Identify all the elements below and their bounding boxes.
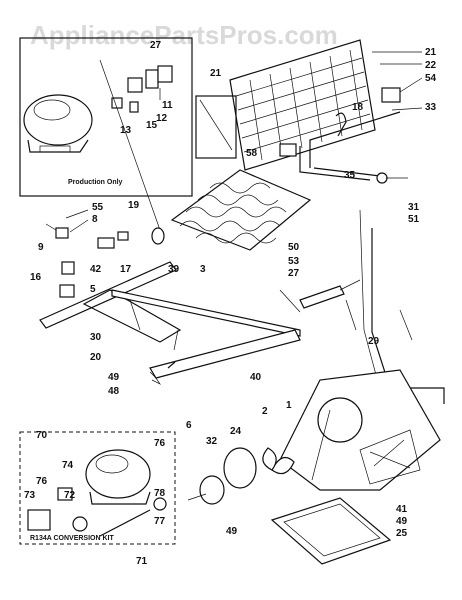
callout-2: 2 bbox=[262, 406, 268, 417]
kit-clip-icon bbox=[153, 497, 167, 511]
kit-label: R134A CONVERSION KIT bbox=[30, 535, 114, 542]
callout-19: 19 bbox=[128, 200, 140, 211]
callout-21a: 21 bbox=[425, 47, 437, 58]
callout-21b: 21 bbox=[210, 68, 222, 79]
callout-27: 27 bbox=[288, 268, 300, 279]
callout-3: 3 bbox=[200, 264, 206, 275]
fan-motor-bracket-icon bbox=[279, 369, 441, 491]
callout-25: 25 bbox=[396, 528, 408, 539]
callout-55: 55 bbox=[92, 202, 104, 213]
callout-50: 50 bbox=[288, 242, 300, 253]
evaporator-coil-icon bbox=[170, 169, 312, 251]
callout-51: 51 bbox=[408, 214, 420, 225]
callout-6: 6 bbox=[186, 420, 192, 431]
callout-1: 1 bbox=[286, 400, 292, 411]
callout-32: 32 bbox=[206, 436, 218, 447]
callout-20: 20 bbox=[90, 352, 102, 363]
kit-overload-icon bbox=[57, 487, 73, 501]
callout-29: 29 bbox=[368, 336, 380, 347]
screw-icon bbox=[167, 361, 176, 369]
fitting-icon bbox=[376, 172, 388, 184]
callout-54: 54 bbox=[425, 73, 437, 84]
callout-76b: 76 bbox=[36, 476, 48, 487]
condenser-coil-icon bbox=[195, 39, 376, 171]
callout-70: 70 bbox=[36, 430, 48, 441]
inset-relay-parts-icon bbox=[111, 65, 173, 113]
callout-49c: 49 bbox=[396, 516, 408, 527]
callout-8: 8 bbox=[92, 214, 98, 225]
fan-motor-icon bbox=[187, 447, 257, 505]
callout-30: 30 bbox=[90, 332, 102, 343]
callout-42: 42 bbox=[90, 264, 102, 275]
drain-tube-icon bbox=[299, 111, 401, 181]
inset-compressor-icon bbox=[23, 94, 93, 153]
cap-icon bbox=[279, 143, 297, 157]
watermark-text: AppliancePartsPros.com bbox=[30, 20, 338, 50]
callout-40: 40 bbox=[250, 372, 262, 383]
callout-24: 24 bbox=[230, 426, 242, 437]
conversion-kit-inset: R134A CONVERSION KIT bbox=[19, 431, 176, 545]
callout-27-top: 27 bbox=[150, 40, 162, 51]
callout-9: 9 bbox=[38, 242, 44, 253]
grommet-icon bbox=[381, 87, 401, 103]
leader-lines bbox=[65, 51, 423, 481]
callout-31: 31 bbox=[408, 202, 420, 213]
callout-71: 71 bbox=[136, 556, 148, 567]
callout-17: 17 bbox=[120, 264, 132, 275]
callout-53: 53 bbox=[288, 256, 300, 267]
frame-rails-icon bbox=[39, 261, 301, 385]
callout-78: 78 bbox=[154, 488, 166, 499]
callout-41: 41 bbox=[396, 504, 408, 515]
callout-33: 33 bbox=[425, 102, 437, 113]
drier-icon bbox=[299, 279, 361, 331]
callout-58: 58 bbox=[246, 148, 258, 159]
callout-5: 5 bbox=[90, 284, 96, 295]
callouts: 21 22 54 21 18 33 27 11 12 15 13 58 35 3… bbox=[24, 40, 437, 567]
leader-line bbox=[99, 59, 161, 231]
callout-39: 39 bbox=[168, 264, 180, 275]
callout-13: 13 bbox=[120, 125, 132, 136]
drip-pan-icon bbox=[270, 497, 392, 565]
production-only-label: Production Only bbox=[68, 179, 123, 186]
kit-drier-icon bbox=[99, 509, 151, 537]
callout-22: 22 bbox=[425, 60, 437, 71]
kit-relay-icon bbox=[27, 509, 51, 531]
callout-16: 16 bbox=[30, 272, 42, 283]
fan-blade-icon bbox=[262, 447, 295, 475]
clip-icon bbox=[335, 112, 347, 137]
callout-15: 15 bbox=[146, 120, 158, 131]
callout-73: 73 bbox=[24, 490, 36, 501]
small-parts-left-icon bbox=[45, 223, 129, 298]
callout-76a: 76 bbox=[154, 438, 166, 449]
callout-11: 11 bbox=[162, 100, 173, 111]
callout-49a: 49 bbox=[108, 372, 120, 383]
callout-72: 72 bbox=[64, 490, 76, 501]
kit-compressor-icon bbox=[85, 449, 151, 505]
callout-18: 18 bbox=[352, 102, 364, 113]
callout-74: 74 bbox=[62, 460, 74, 471]
kit-grommet-icon bbox=[72, 516, 88, 532]
valve-icon bbox=[151, 227, 165, 245]
production-only-inset: Production Only bbox=[19, 37, 193, 197]
callout-48: 48 bbox=[108, 386, 120, 397]
callout-77: 77 bbox=[154, 516, 166, 527]
callout-35: 35 bbox=[344, 170, 356, 181]
callout-12: 12 bbox=[156, 113, 168, 124]
callout-49b: 49 bbox=[226, 526, 238, 537]
